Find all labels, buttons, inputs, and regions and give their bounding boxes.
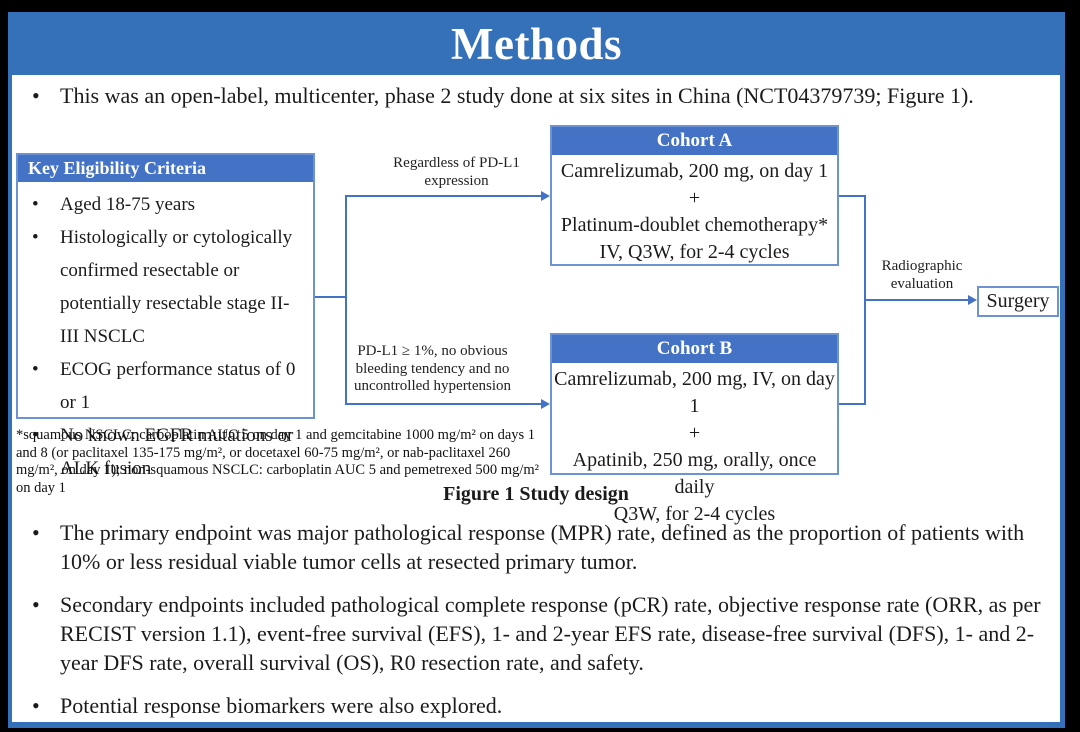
eligibility-list: • Aged 18-75 years • Histologically or c… [18, 182, 313, 485]
connector-line [315, 296, 346, 298]
cohort-a-line: IV, Q3W, for 2-4 cycles [599, 241, 790, 263]
connector-line [837, 195, 866, 197]
branch-label-pdl1-any: Regardless of PD-L1 expression [393, 155, 520, 189]
endpoint-bullet-text: Secondary endpoints included pathologica… [60, 592, 1041, 675]
eligibility-item-text: Aged 18-75 years [60, 194, 196, 215]
bullet-marker-icon: • [32, 83, 40, 108]
arrow-to-cohort-b [345, 399, 550, 409]
page-title: Methods [451, 18, 622, 69]
eligibility-item: • Aged 18-75 years [30, 188, 307, 221]
cohort-a-line: + [688, 187, 701, 209]
bullet-marker-icon: • [32, 425, 39, 446]
title-bar: Methods [8, 12, 1065, 75]
connector-line [345, 195, 347, 405]
cohort-b-body: Camrelizumab, 200 mg, IV, on day 1 + Apa… [552, 363, 837, 528]
radiographic-evaluation-label: Radiographic evaluation [881, 258, 963, 292]
branch-label-pdl1-positive: PD-L1 ≥ 1%, no obvious bleeding tendency… [353, 343, 512, 394]
connector-line [837, 403, 866, 405]
arrow-to-cohort-a [345, 191, 550, 201]
bullet-marker-icon: • [32, 592, 40, 617]
bullet-marker-icon: • [32, 359, 39, 380]
eligibility-item-text: Histologically or cytologically confirme… [60, 227, 293, 347]
endpoint-bullet-text: Potential response biomarkers were also … [60, 693, 503, 718]
cohort-b-line: Apatinib, 250 mg, orally, once daily [572, 449, 817, 498]
arrow-to-surgery [864, 295, 977, 305]
eligibility-item: • ECOG performance status of 0 or 1 [30, 353, 307, 419]
endpoint-bullet-list: • The primary endpoint was major patholo… [30, 518, 1050, 720]
cohort-b-line: + [688, 422, 701, 444]
eligibility-item: • Histologically or cytologically confir… [30, 221, 307, 353]
eligibility-item-text: ECOG performance status of 0 or 1 [60, 359, 296, 413]
slide-frame: Methods • This was an open-label, multic… [8, 12, 1065, 728]
bullet-marker-icon: • [32, 227, 39, 248]
intro-bullet: • This was an open-label, multicenter, p… [30, 81, 1054, 110]
bullet-marker-icon: • [32, 194, 39, 215]
cohort-a-box: Cohort A Camrelizumab, 200 mg, on day 1 … [550, 125, 839, 266]
cohort-b-header: Cohort B [552, 335, 837, 363]
bullet-marker-icon: • [32, 693, 40, 718]
eligibility-item: • No known EGFR mutations or ALK fusion [30, 419, 307, 485]
endpoint-bullet: • The primary endpoint was major patholo… [30, 518, 1050, 576]
intro-bullet-text: This was an open-label, multicenter, pha… [60, 83, 974, 108]
chemo-footnote: *squamous NSCLC: carboplatin AUC 5 on da… [16, 427, 539, 496]
eligibility-header: Key Eligibility Criteria [18, 155, 313, 182]
cohort-b-line: Camrelizumab, 200 mg, IV, on day 1 [554, 368, 835, 417]
slide-content: • This was an open-label, multicenter, p… [12, 75, 1060, 722]
endpoint-bullet: • Secondary endpoints included pathologi… [30, 590, 1050, 677]
eligibility-item-text: No known EGFR mutations or ALK fusion [60, 425, 294, 479]
cohort-a-body: Camrelizumab, 200 mg, on day 1 + Platinu… [552, 155, 837, 266]
eligibility-box: Key Eligibility Criteria • Aged 18-75 ye… [16, 153, 315, 479]
cohort-a-line: Camrelizumab, 200 mg, on day 1 [560, 160, 829, 182]
surgery-box: Surgery [977, 286, 1059, 317]
cohort-a-line: Platinum-doublet chemotherapy* [560, 214, 829, 236]
cohort-a-header: Cohort A [552, 127, 837, 155]
figure-caption: Figure 1 Study design [443, 483, 629, 505]
bullet-marker-icon: • [32, 520, 40, 545]
endpoint-bullet-text: The primary endpoint was major pathologi… [60, 520, 1025, 574]
endpoint-bullet: • Potential response biomarkers were als… [30, 691, 1050, 720]
cohort-b-line: Q3W, for 2-4 cycles [613, 503, 776, 525]
cohort-b-box: Cohort B Camrelizumab, 200 mg, IV, on da… [550, 333, 839, 525]
